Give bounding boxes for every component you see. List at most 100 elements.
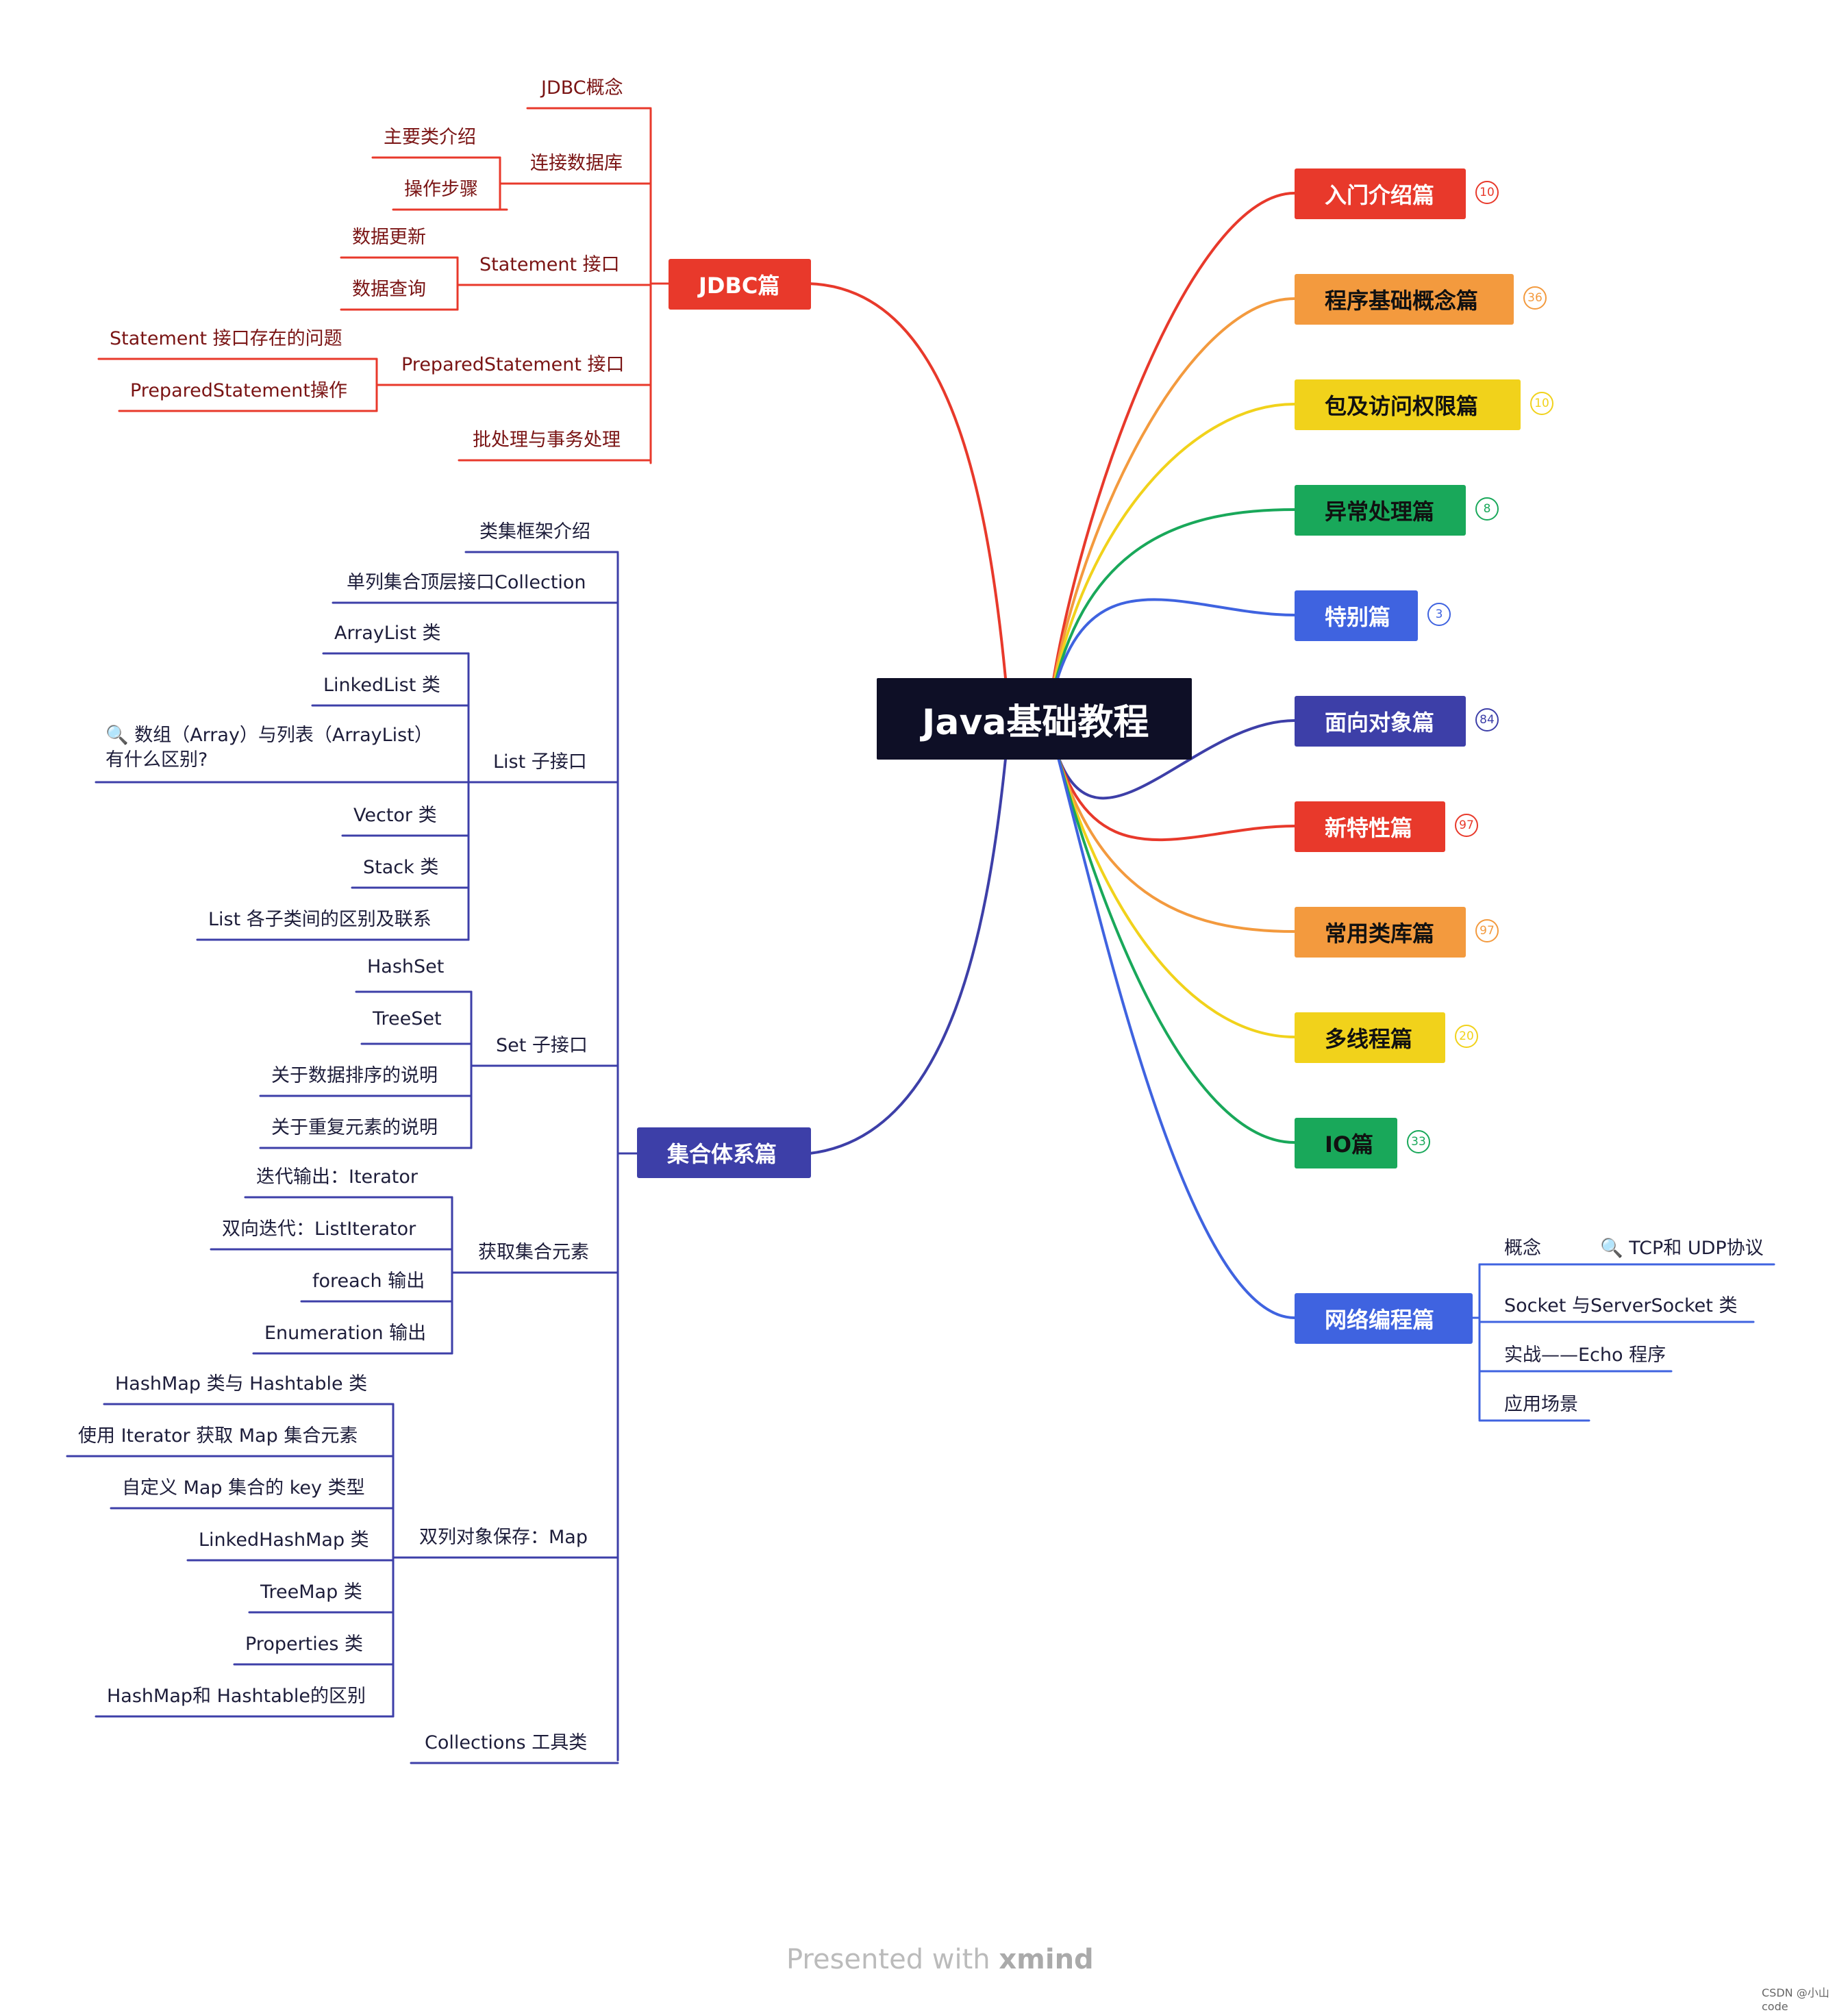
count-badge: 97 — [1475, 919, 1499, 942]
collection-subitem-2-4[interactable]: Stack 类 — [363, 852, 438, 883]
collection-subitem-5-3-label: LinkedHashMap 类 — [199, 1529, 369, 1551]
topic-7-label: 常用类库篇 — [1325, 921, 1435, 947]
topic-1[interactable]: 程序基础概念篇 36 — [1295, 274, 1547, 325]
topic-collection[interactable]: 集合体系篇 — [637, 1127, 811, 1178]
connector-line — [808, 758, 1007, 1155]
collection-subitem-4-2-label: foreach 输出 — [312, 1271, 425, 1292]
collection-subitem-2-2-label: 🔍 数组（Array）与列表（ArrayList）有什么区别? — [105, 725, 433, 771]
jdbc-subitem-1-1[interactable]: 操作步骤 — [404, 174, 478, 205]
collection-item-0[interactable]: 类集框架介绍 — [479, 516, 590, 547]
collection-subitem-5-0[interactable]: HashMap 类与 Hashtable 类 — [115, 1368, 367, 1399]
collection-subitem-2-5[interactable]: List 各子类间的区别及联系 — [208, 904, 432, 935]
collection-subitem-2-0[interactable]: ArrayList 类 — [334, 618, 441, 649]
topic-jdbc[interactable]: JDBC篇 — [669, 259, 811, 310]
collection-subitem-3-0[interactable]: HashSet — [367, 956, 444, 982]
collection-item-5[interactable]: 双列对象保存：Map — [419, 1522, 588, 1553]
connector-line — [1047, 508, 1296, 720]
collection-subitem-4-0-label: 迭代输出：Iterator — [256, 1166, 419, 1188]
topic-10[interactable]: 网络编程篇 — [1295, 1293, 1473, 1344]
collection-subitem-4-3-label: Enumeration 输出 — [264, 1323, 427, 1344]
jdbc-subitem-1-0-label: 主要类介绍 — [384, 127, 476, 148]
collection-subitem-2-0-label: ArrayList 类 — [334, 623, 441, 644]
collection-item-0-label: 类集框架介绍 — [479, 521, 590, 542]
collection-subitem-5-3[interactable]: LinkedHashMap 类 — [199, 1525, 369, 1555]
connector-line — [807, 282, 1007, 679]
topic-10-label: 网络编程篇 — [1325, 1307, 1435, 1333]
collection-subitem-5-5-label: Properties 类 — [245, 1634, 364, 1655]
collection-subitem-2-3[interactable]: Vector 类 — [353, 800, 437, 831]
collection-subitem-4-1[interactable]: 双向迭代：ListIterator — [222, 1214, 416, 1245]
count-badge: 36 — [1523, 286, 1547, 310]
topic-3-label: 异常处理篇 — [1325, 499, 1435, 525]
collection-subitem-5-4-label: TreeMap 类 — [260, 1581, 362, 1603]
collection-subitem-5-4[interactable]: TreeMap 类 — [260, 1577, 362, 1608]
network-child-1[interactable]: Socket 与ServerSocket 类 — [1504, 1290, 1737, 1321]
collection-subitem-5-6[interactable]: HashMap和 Hashtable的区别 — [107, 1681, 366, 1712]
collection-subitem-3-3[interactable]: 关于重复元素的说明 — [271, 1112, 438, 1143]
topic-7[interactable]: 常用类库篇 97 — [1295, 907, 1499, 958]
jdbc-item-1[interactable]: 连接数据库 — [530, 148, 623, 179]
count-badge: 33 — [1407, 1130, 1430, 1153]
collection-subitem-2-1-label: LinkedList 类 — [323, 675, 440, 696]
connector-line — [1047, 192, 1296, 720]
jdbc-subitem-3-1[interactable]: PreparedStatement操作 — [130, 375, 347, 406]
footer-brand: xmind — [999, 1944, 1094, 1975]
collection-subitem-5-5[interactable]: Properties 类 — [245, 1629, 363, 1660]
jdbc-item-4[interactable]: 批处理与事务处理 — [473, 425, 621, 455]
jdbc-subitem-2-0[interactable]: 数据更新 — [352, 222, 426, 253]
jdbc-subitem-1-1-label: 操作步骤 — [404, 179, 478, 200]
count-badge: 84 — [1475, 708, 1499, 732]
jdbc-subitem-2-1[interactable]: 数据查询 — [352, 274, 426, 305]
collection-subitem-2-1[interactable]: LinkedList 类 — [323, 670, 440, 701]
count-badge: 10 — [1475, 181, 1499, 204]
collection-subitem-3-2[interactable]: 关于数据排序的说明 — [271, 1060, 438, 1091]
collection-item-4[interactable]: 获取集合元素 — [478, 1237, 589, 1268]
connector-line — [1047, 717, 1296, 1144]
jdbc-item-1-label: 连接数据库 — [530, 153, 623, 174]
jdbc-item-2[interactable]: Statement 接口 — [479, 249, 620, 280]
jdbc-subitem-1-0[interactable]: 主要类介绍 — [384, 122, 476, 153]
collection-subitem-2-3-label: Vector 类 — [353, 805, 437, 826]
collection-subitem-5-1[interactable]: 使用 Iterator 获取 Map 集合元素 — [78, 1421, 358, 1451]
root-topic[interactable]: Java基础教程 — [877, 678, 1192, 760]
jdbc-item-0[interactable]: JDBC概念 — [541, 73, 623, 103]
collection-subitem-3-1-label: TreeSet — [373, 1008, 442, 1029]
jdbc-subitem-3-0[interactable]: Statement 接口存在的问题 — [110, 323, 342, 354]
jdbc-item-3[interactable]: PreparedStatement 接口 — [401, 349, 625, 380]
collection-subitem-4-2[interactable]: foreach 输出 — [312, 1266, 425, 1297]
collection-subitem-2-4-label: Stack 类 — [363, 857, 439, 878]
collection-item-1[interactable]: 单列集合顶层接口Collection — [347, 567, 586, 598]
network-child-2[interactable]: 实战——Echo 程序 — [1504, 1340, 1666, 1371]
collection-subitem-2-2[interactable]: 🔍 数组（Array）与列表（ArrayList）有什么区别? — [105, 723, 448, 777]
collection-subitem-4-0[interactable]: 迭代输出：Iterator — [256, 1162, 418, 1192]
network-child-3[interactable]: 应用场景 — [1504, 1389, 1578, 1420]
collection-item-1-label: 单列集合顶层接口Collection — [347, 572, 586, 593]
collection-item-6-label: Collections 工具类 — [425, 1732, 588, 1753]
topic-1-label: 程序基础概念篇 — [1325, 288, 1479, 314]
collection-item-6[interactable]: Collections 工具类 — [425, 1727, 587, 1758]
collection-subitem-3-1[interactable]: TreeSet — [373, 1008, 442, 1034]
jdbc-subitem-2-1-label: 数据查询 — [352, 279, 426, 300]
collection-subitem-4-3[interactable]: Enumeration 输出 — [264, 1318, 426, 1349]
collection-item-2[interactable]: List 子接口 — [493, 747, 587, 777]
jdbc-item-2-label: Statement 接口 — [479, 254, 620, 275]
count-badge: 97 — [1455, 814, 1478, 837]
collection-item-3[interactable]: Set 子接口 — [496, 1030, 588, 1061]
network-child-0[interactable]: 概念 — [1504, 1233, 1541, 1264]
count-badge: 3 — [1427, 603, 1451, 626]
connector-line — [1047, 717, 1296, 800]
network-concept-child[interactable]: 🔍 TCP和 UDP协议 — [1600, 1233, 1764, 1264]
collection-subitem-5-2[interactable]: 自定义 Map 集合的 key 类型 — [122, 1473, 365, 1503]
collection-subitem-5-1-label: 使用 Iterator 获取 Map 集合元素 — [78, 1425, 358, 1447]
connector-line — [1047, 717, 1296, 1038]
topic-8-label: 多线程篇 — [1325, 1026, 1413, 1052]
